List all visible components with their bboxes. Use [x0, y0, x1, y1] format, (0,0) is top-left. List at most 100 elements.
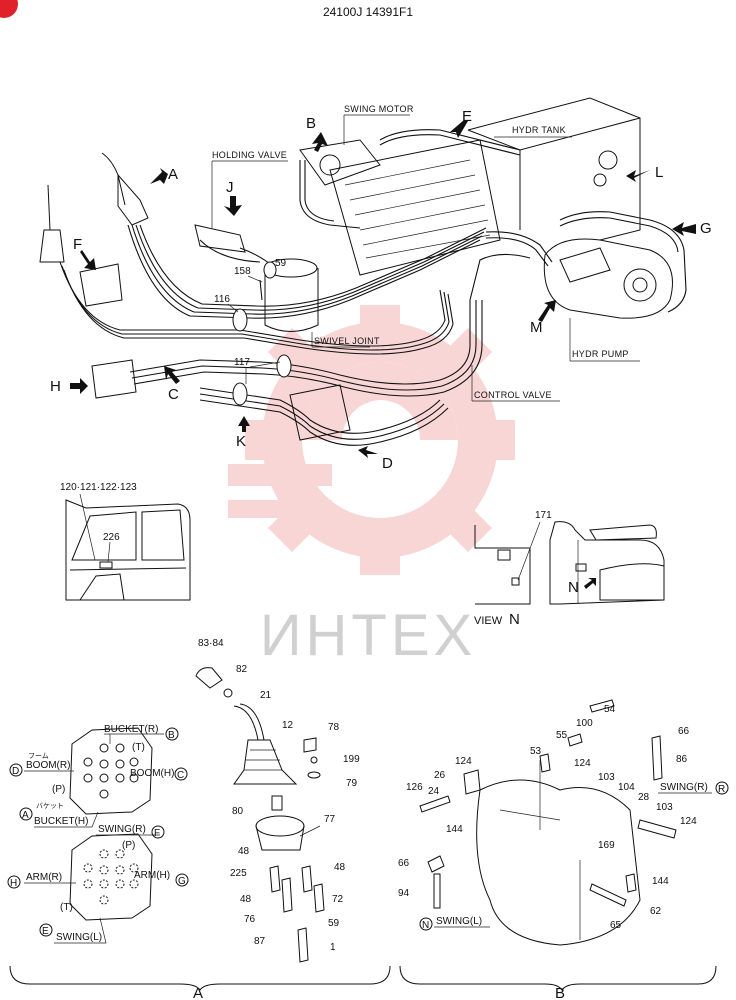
svg-text:124: 124	[455, 756, 472, 767]
label-swing-motor: SWING MOTOR	[344, 104, 414, 114]
svg-text:BOOM(H): BOOM(H)	[130, 768, 174, 779]
svg-text:103: 103	[656, 802, 673, 813]
arrow-f: F	[73, 236, 96, 270]
svg-text:26: 26	[434, 770, 446, 781]
svg-text:55: 55	[556, 730, 568, 741]
svg-text:126: 126	[406, 782, 423, 793]
svg-text:H: H	[50, 378, 61, 395]
svg-text:169: 169	[598, 840, 615, 851]
svg-text:225: 225	[230, 868, 247, 879]
svg-text:E: E	[42, 926, 49, 937]
arrow-k: K	[236, 416, 250, 450]
svg-text:78: 78	[328, 722, 340, 733]
arrow-c: C	[164, 366, 180, 403]
svg-text:ARM(H): ARM(H)	[134, 870, 170, 881]
svg-text:C: C	[168, 386, 179, 403]
svg-text:L: L	[655, 164, 663, 181]
part-158: 158	[234, 266, 251, 277]
svg-text:104: 104	[618, 782, 635, 793]
svg-text:12: 12	[282, 720, 294, 731]
svg-text:SWING(L): SWING(L)	[56, 932, 102, 943]
part-226: 226	[103, 532, 120, 543]
svg-text:A: A	[168, 166, 178, 183]
svg-text:48: 48	[334, 862, 346, 873]
svg-text:103: 103	[598, 772, 615, 783]
svg-text:77: 77	[324, 814, 336, 825]
label-swivel-joint: SWIVEL JOINT	[314, 336, 380, 346]
svg-text:E: E	[462, 108, 472, 125]
detail-b: 54 100 55 53 66 86 SWING(R) R 124 126 26…	[398, 699, 729, 946]
main-assembly: SWING MOTOR HOLDING VALVE HYDR TANK SWIV…	[39, 97, 712, 472]
svg-text:F: F	[73, 236, 82, 253]
svg-text:K: K	[236, 433, 246, 450]
svg-text:124: 124	[680, 816, 697, 827]
svg-text:1: 1	[330, 942, 336, 953]
svg-text:59: 59	[328, 918, 340, 929]
svg-text:J: J	[226, 179, 234, 196]
arrow-b: B	[306, 115, 328, 152]
view-n-arrow-letter: N	[568, 579, 579, 596]
view-n: 171 N VIEW N	[474, 510, 665, 628]
pattern-top: BUCKET(R) B (T) フーム BOOM(R) D BOOM(H) C …	[9, 724, 188, 828]
svg-text:ARM(R): ARM(R)	[26, 872, 62, 883]
svg-text:G: G	[178, 876, 186, 887]
svg-text:86: 86	[676, 754, 688, 765]
svg-text:66: 66	[678, 726, 690, 737]
svg-text:(P): (P)	[52, 784, 65, 795]
svg-text:(P): (P)	[122, 840, 135, 851]
view-n-title-letter: N	[509, 611, 520, 628]
arrow-d: D	[358, 446, 393, 472]
svg-text:BUCKET(H): BUCKET(H)	[34, 816, 88, 827]
svg-text:76: 76	[244, 914, 256, 925]
svg-text:80: 80	[232, 806, 244, 817]
section-label-a: A	[193, 985, 203, 1000]
svg-text:53: 53	[530, 746, 542, 757]
svg-text:100: 100	[576, 718, 593, 729]
svg-text:54: 54	[604, 704, 616, 715]
arrow-j: J	[224, 179, 242, 216]
cab-view: 120·121·122·123 226	[60, 482, 191, 601]
svg-text:D: D	[12, 766, 19, 777]
svg-text:SWING(R): SWING(R)	[98, 824, 146, 835]
corner-badge	[0, 0, 18, 18]
svg-text:82: 82	[236, 664, 248, 675]
section-braces: A B	[9, 965, 717, 1000]
svg-text:M: M	[530, 319, 543, 336]
svg-text:R: R	[718, 784, 725, 795]
svg-text:199: 199	[343, 754, 360, 765]
drawing-code: 24100J 14391F1	[323, 5, 413, 19]
part-117: 117	[234, 357, 250, 368]
svg-text:BOOM(R): BOOM(R)	[26, 760, 70, 771]
svg-text:BUCKET(R): BUCKET(R)	[104, 724, 158, 735]
svg-text:87: 87	[254, 936, 266, 947]
svg-text:C: C	[177, 770, 184, 781]
svg-text:124: 124	[574, 758, 591, 769]
part-59-main: 59	[275, 258, 287, 269]
svg-text:24: 24	[428, 786, 440, 797]
svg-text:D: D	[382, 455, 393, 472]
section-label-b: B	[555, 985, 565, 1000]
arrow-a: A	[150, 166, 178, 184]
svg-text:F: F	[154, 828, 160, 839]
label-hydr-tank: HYDR TANK	[512, 125, 566, 135]
svg-text:72: 72	[332, 894, 344, 905]
arrow-g: G	[672, 220, 712, 237]
svg-text:21: 21	[260, 690, 272, 701]
label-holding-valve: HOLDING VALVE	[212, 150, 287, 160]
arrow-h: H	[50, 378, 88, 395]
svg-text:SWING(L): SWING(L)	[436, 916, 482, 927]
svg-text:N: N	[422, 920, 429, 931]
watermark-text: ИНТЕХ	[260, 603, 476, 668]
part-116: 116	[214, 294, 230, 305]
svg-text:48: 48	[240, 894, 252, 905]
detail-a: 83·84 82 21 12 78 199 79 80 77 48 225 48…	[195, 638, 360, 963]
svg-text:(T): (T)	[132, 742, 145, 753]
svg-text:SWING(R): SWING(R)	[660, 782, 708, 793]
svg-text:48: 48	[238, 846, 250, 857]
svg-text:79: 79	[346, 778, 358, 789]
svg-text:B: B	[168, 730, 175, 741]
svg-text:A: A	[22, 810, 29, 821]
part-171: 171	[535, 510, 552, 521]
svg-text:94: 94	[398, 888, 410, 899]
